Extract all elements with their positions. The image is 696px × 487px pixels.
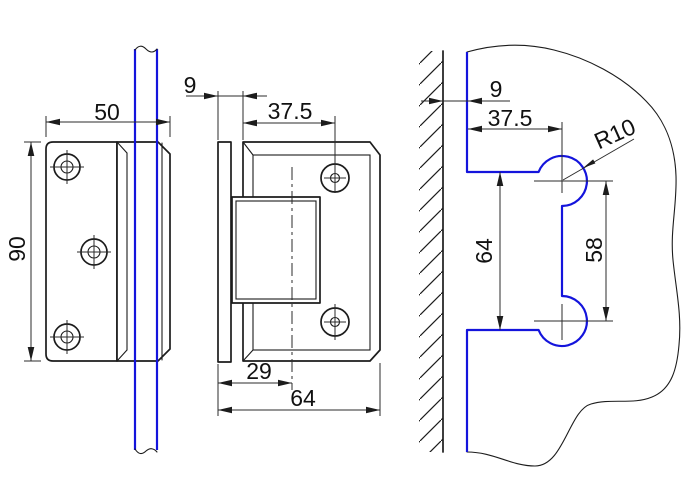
side-view: 9 37.5 29 64 bbox=[184, 72, 381, 416]
dim-label-cut-64: 64 bbox=[471, 238, 497, 264]
front-view: 50 90 bbox=[4, 45, 171, 455]
dim-front-width: 50 bbox=[45, 99, 171, 137]
cutout-view: 9 37.5 R10 64 58 bbox=[419, 44, 681, 467]
side-plate-corner-bl bbox=[242, 349, 254, 362]
dim-front-height: 90 bbox=[4, 141, 41, 362]
front-knuckle-bevel-left-top bbox=[116, 141, 128, 154]
dim-label-50: 50 bbox=[94, 99, 120, 125]
glass-break-bottom bbox=[134, 448, 158, 455]
front-glass-pane bbox=[133, 45, 159, 455]
dim-label-cut-9: 9 bbox=[490, 76, 503, 102]
dim-label-29: 29 bbox=[246, 358, 272, 384]
glass-break-line bbox=[466, 44, 681, 467]
radius-arrowhead bbox=[583, 159, 596, 168]
front-knuckle-bevel-left-bottom bbox=[116, 349, 128, 362]
dim-side-pivot-from-glass: 29 bbox=[217, 358, 292, 416]
dim-label-r10: R10 bbox=[590, 113, 639, 154]
dim-label-58: 58 bbox=[581, 237, 607, 263]
dim-label-cut-37-5: 37.5 bbox=[488, 105, 533, 131]
dim-side-total-depth: 64 bbox=[218, 363, 381, 416]
dim-cut-notch-height: 64 bbox=[471, 172, 504, 330]
dim-label-side-64: 64 bbox=[290, 385, 316, 411]
dim-side-hole-from-edge: 37.5 bbox=[242, 98, 336, 193]
dim-label-side-37-5: 37.5 bbox=[268, 98, 313, 124]
side-wall-strip bbox=[217, 141, 232, 363]
dim-label-side-9: 9 bbox=[184, 72, 197, 98]
dim-label-90: 90 bbox=[4, 236, 30, 262]
front-screw-hole-middle bbox=[77, 235, 111, 269]
glass-break-top bbox=[134, 45, 158, 53]
front-screw-hole-bottom bbox=[50, 320, 84, 354]
dim-cut-hole-from-edge: 37.5 bbox=[468, 105, 563, 193]
dim-cut-radius: R10 bbox=[562, 113, 639, 181]
wall-hatching bbox=[419, 51, 443, 452]
side-screw-hole-bottom bbox=[320, 304, 350, 340]
side-knuckle-outline bbox=[231, 196, 321, 304]
side-plate-corner-tl bbox=[242, 141, 254, 156]
front-screw-hole-top bbox=[50, 150, 84, 184]
side-knuckle-bevel bbox=[235, 200, 317, 300]
dim-cut-hole-spacing: 58 bbox=[581, 181, 610, 321]
dim-side-glass-offset: 9 bbox=[184, 72, 267, 140]
dim-cut-wall-gap: 9 bbox=[421, 76, 510, 105]
